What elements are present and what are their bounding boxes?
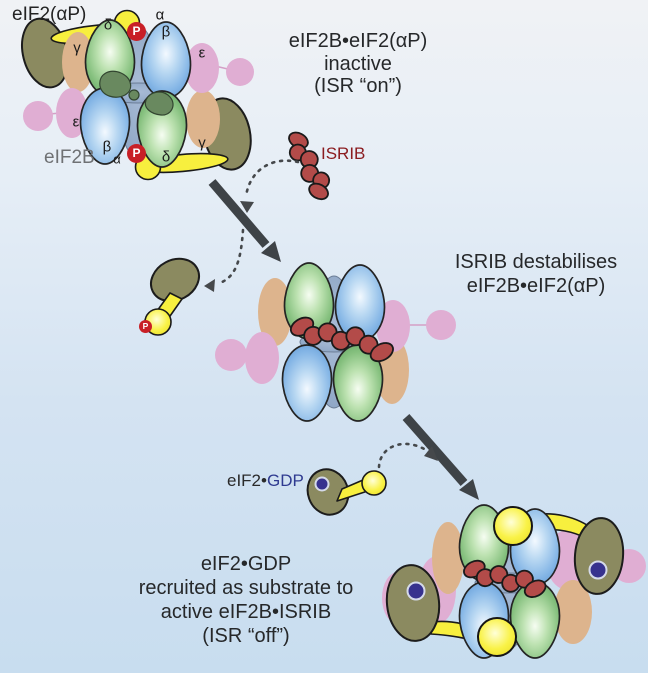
subunit-label-delta: δ [161,148,171,166]
released-eif2-alphap [144,257,200,336]
eif2b-gamma-subunit [62,32,94,92]
gdp-nucleotide [588,560,608,580]
reaction-arrow-2 [402,414,479,500]
caption-line: inactive [324,52,392,75]
caption-line: (ISR “on”) [314,75,402,97]
eif2b-gamma-subunit [554,580,592,644]
subunit-label-epsilon: ε [72,113,80,131]
label-eif2-alphap: eIF2(αP) [12,4,87,25]
eif2b-epsilon-hld [426,310,456,340]
eif2b-gamma-subunit [432,522,464,594]
eif2b-gamma-subunit [186,90,220,148]
subunit-label-beta: β [102,138,112,156]
eif2-gamma-body [385,564,441,642]
dashed-arrow-gdp-in [377,442,438,469]
subunit-label-gamma: γ [73,39,81,57]
eif2b-beta-subunit [281,344,333,422]
phosphate-badge: P [139,320,152,333]
eif2b-epsilon-hld [226,58,254,86]
subunit-label-delta: δ [103,16,113,34]
eif2b-epsilon-hld [23,101,53,131]
eif2-alpha-p-clamp [144,91,174,116]
dashed-arrow-isrib-in [240,159,300,213]
caption-line: recruited as substrate to [138,577,354,599]
isrib-molecule [288,131,331,201]
phosphate-badge: P [127,22,146,41]
subunit-label-gamma: γ [198,134,206,152]
label-eif2-gdp-prefix: eIF2• [227,471,267,490]
isrib-bound [463,559,547,598]
caption-stage2: ISRIB destabilises eIF2B•eIF2(αP) [455,250,617,298]
caption-stage1: eIF2B•eIF2(αP) inactive (ISR “on”) [289,30,428,98]
caption-line: eIF2•GDP [200,553,292,575]
subunit-label-epsilon: ε [198,44,206,62]
label-eif2-gdp-suffix: GDP [266,471,304,490]
caption-line: eIF2B•eIF2(αP) [288,30,428,52]
complex-active [382,504,646,659]
subunit-label-alpha: α [113,151,121,167]
eif2-alpha-p-clamp [99,70,132,98]
eif2b-epsilon-subunit [185,43,219,93]
caption-line: (ISR “off”) [202,625,290,647]
eif2-alpha-p-clamp [128,89,140,101]
eif2b-epsilon-subunit [245,332,279,384]
eif2b-epsilon-hld [215,339,247,371]
gdp-nucleotide [314,476,330,492]
eif2-alpha-head [477,617,517,657]
subunit-label-beta: β [161,23,171,41]
complex-inactive [21,9,254,181]
eif2b-gamma-subunit [258,278,292,346]
reaction-arrow-1 [208,179,281,262]
caption-line: eIF2B•eIF2(αP) [466,275,606,297]
isrib-bound [289,316,394,363]
label-eif2-gdp: eIF2•GDP [227,471,304,491]
caption-line: active eIF2B•ISRIB [160,601,332,623]
dashed-arrow-eif2-out [204,228,245,292]
eif2-gamma-body [573,517,625,595]
complex-destabilised [215,262,456,422]
label-eif2b: eIF2B [44,147,95,168]
phosphate-badge: P [127,144,146,163]
eif2-alpha-head [493,506,533,546]
caption-line: ISRIB destabilises [454,251,618,273]
label-isrib: ISRIB [321,144,366,163]
subunit-label-alpha: α [155,6,165,24]
gdp-nucleotide [406,581,426,601]
eif2-gdp-molecule [306,468,387,516]
caption-stage3: eIF2•GDP recruited as substrate to activ… [139,552,354,648]
